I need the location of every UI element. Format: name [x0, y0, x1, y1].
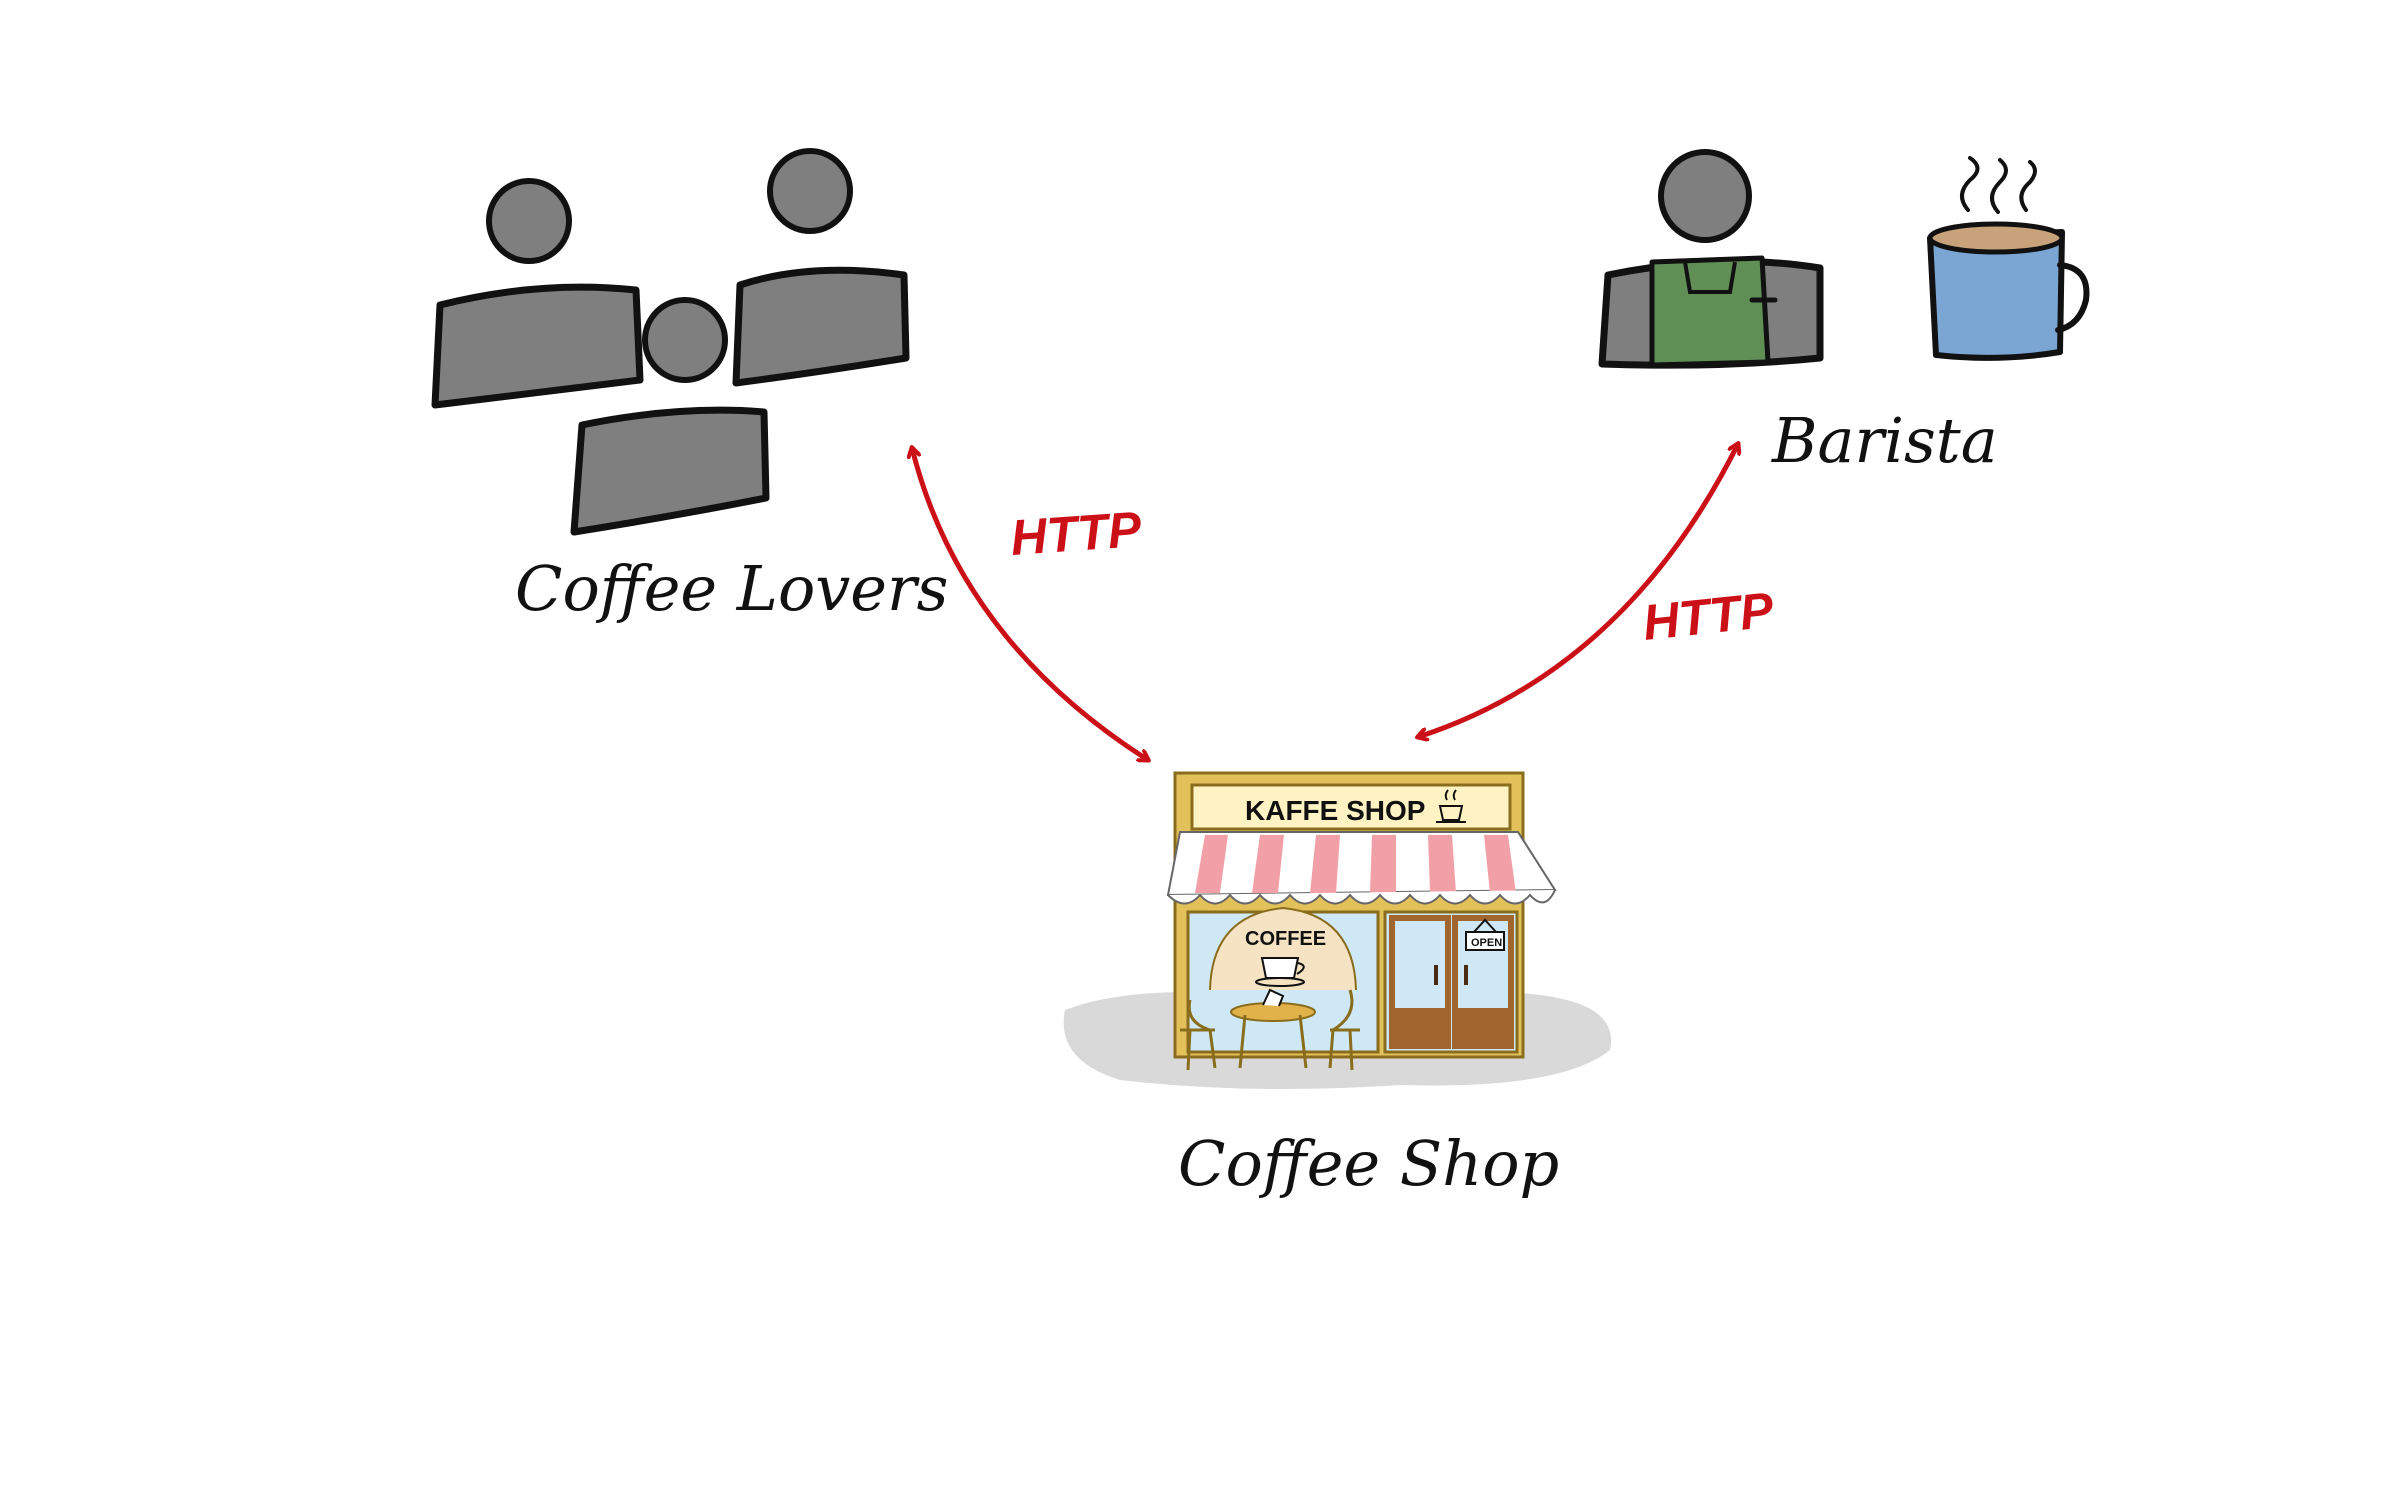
coffee-shop-label: Coffee Shop: [1178, 1127, 1559, 1200]
coffee-lovers-group-icon: [431, 148, 910, 536]
awning: [1166, 831, 1557, 905]
open-sign: OPEN: [1465, 918, 1505, 951]
window-coffee-text: COFFEE: [1245, 928, 1326, 950]
coffee-lover-person-icon: [431, 178, 644, 409]
barista-person-icon: [1598, 149, 1824, 369]
cafe-table-icon: [1180, 988, 1360, 1071]
http-connection-lovers-shop: HTTP: [912, 448, 1148, 760]
http-label: HTTP: [1009, 501, 1144, 566]
coffee-lover-person-icon: [570, 297, 770, 536]
sign-cup-icon: [1436, 789, 1466, 823]
coffee-lover-person-icon: [732, 148, 910, 387]
storefront-icon: KAFFE SHOP COFFEE: [1063, 771, 1612, 1089]
door-open-text: OPEN: [1471, 937, 1502, 949]
http-connection-barista-shop: HTTP: [1418, 444, 1777, 737]
barista-label: Barista: [1771, 404, 1998, 477]
shop-sign-text: KAFFE SHOP: [1245, 795, 1425, 826]
coffee-lovers-label: Coffee Lovers: [515, 552, 948, 625]
http-label: HTTP: [1640, 582, 1776, 651]
window-cup-icon: [1255, 957, 1305, 987]
steaming-coffee-mug-icon: [1927, 156, 2090, 361]
